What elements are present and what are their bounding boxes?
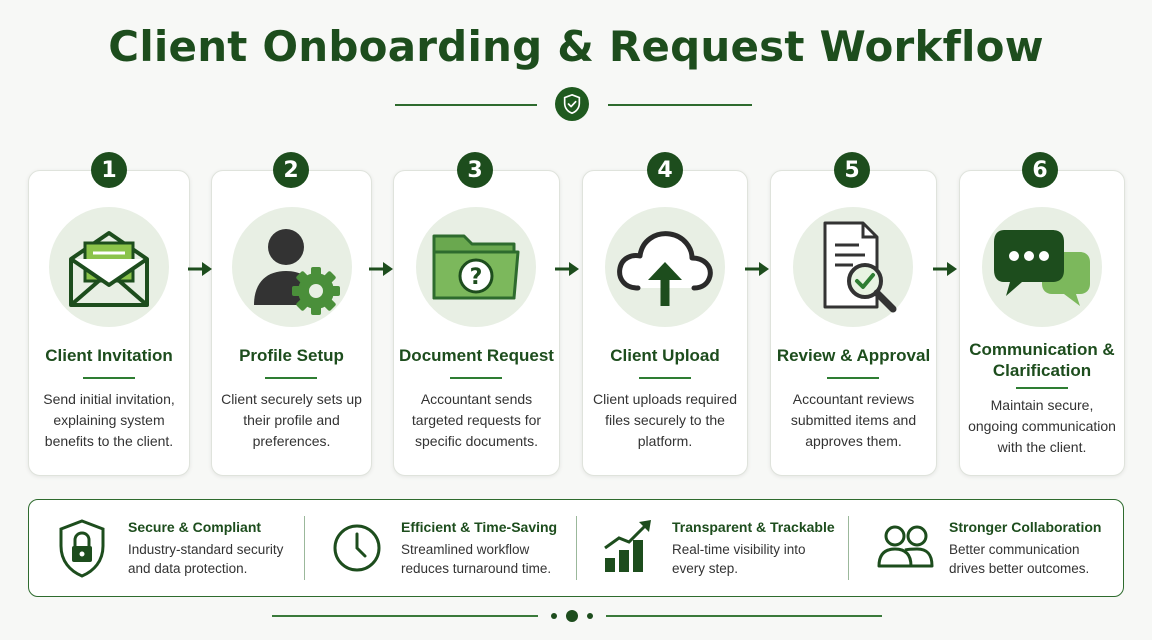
envelope-icon: [69, 231, 149, 307]
step-title-rule: [83, 377, 135, 379]
benefit-title: Secure & Compliant: [128, 519, 262, 535]
step-title-rule: [827, 377, 879, 379]
shield-check-icon: [555, 87, 589, 121]
step-title: Communication & Clarification: [969, 340, 1115, 380]
arrow-right-icon: [555, 262, 579, 276]
people-icon: [877, 525, 934, 568]
title-rule-right: [608, 104, 752, 106]
benefit-title: Stronger Collaboration: [949, 519, 1102, 535]
page-title: Client Onboarding & Request Workflow: [108, 22, 1044, 71]
title-rule-left: [395, 104, 537, 106]
step-title: Client Invitation: [45, 346, 173, 365]
step-title-rule: [265, 377, 317, 379]
step-description: Client uploads required files securely t…: [593, 391, 737, 449]
document-review-icon: [823, 221, 897, 313]
chat-bubbles-icon: [994, 230, 1090, 306]
step-description: Accountant sends targeted requests for s…: [411, 391, 542, 449]
step-description: Send initial invitation, explaining syst…: [43, 391, 175, 449]
step-card-1: Client Invitation Send initial invitatio…: [28, 170, 190, 476]
step-description: Client securely sets up their profile an…: [221, 391, 362, 449]
benefit-description: Real-time visibility into every step.: [672, 542, 806, 576]
footer-rule-right: [606, 615, 882, 617]
step-title-rule: [639, 377, 691, 379]
benefit-secure: Secure & Compliant Industry-standard sec…: [29, 500, 304, 596]
benefit-title: Efficient & Time-Saving: [401, 519, 558, 535]
step-icon-circle: [49, 207, 169, 327]
step-title-rule: [1016, 387, 1068, 389]
arrow-right-icon: [369, 262, 393, 276]
benefit-separator: [848, 516, 849, 580]
growth-chart-icon: [604, 520, 651, 572]
step-title: Review & Approval: [776, 346, 931, 365]
benefit-collaboration: Stronger Collaboration Better communicat…: [849, 500, 1121, 596]
benefit-description: Streamlined workflow reduces turnaround …: [401, 542, 552, 576]
step-title: Profile Setup: [239, 346, 344, 365]
benefit-separator: [576, 516, 577, 580]
step-card-3: ? Document Request Accountant sends targ…: [393, 170, 560, 476]
footer-rule-left: [272, 615, 538, 617]
benefit-efficient: Efficient & Time-Saving Streamlined work…: [305, 500, 576, 596]
folder-question-icon: ?: [432, 234, 520, 300]
svg-text:?: ?: [470, 265, 483, 290]
arrow-right-icon: [933, 262, 957, 276]
step-number-badge: 3: [457, 152, 493, 188]
step-icon-circle: ?: [416, 207, 536, 327]
step-title-rule: [450, 377, 502, 379]
benefit-description: Industry-standard security and data prot…: [128, 542, 284, 576]
footer-dot: [587, 613, 593, 619]
step-description: Maintain secure, ongoing communication w…: [968, 397, 1116, 455]
step-icon-circle: [232, 207, 352, 327]
arrow-right-icon: [188, 262, 212, 276]
benefits-panel: Secure & Compliant Industry-standard sec…: [28, 499, 1124, 597]
step-card-6: Communication & Clarification Maintain s…: [959, 170, 1125, 476]
clock-icon: [333, 524, 381, 572]
step-number-badge: 6: [1022, 152, 1058, 188]
footer-dot: [551, 613, 557, 619]
footer-dot: [566, 610, 578, 622]
step-card-5: Review & Approval Accountant reviews sub…: [770, 170, 937, 476]
step-description: Accountant reviews submitted items and a…: [790, 391, 917, 449]
user-gear-icon: [254, 229, 340, 315]
step-icon-circle: [793, 207, 913, 327]
step-title: Document Request: [399, 346, 554, 365]
step-number-badge: 1: [91, 152, 127, 188]
benefit-title: Transparent & Trackable: [672, 519, 835, 535]
benefit-description: Better communication drives better outco…: [949, 542, 1090, 576]
step-number-badge: 2: [273, 152, 309, 188]
step-number-badge: 4: [647, 152, 683, 188]
step-icon-circle: [982, 207, 1102, 327]
step-icon-circle: [605, 207, 725, 327]
cloud-upload-icon: [617, 231, 713, 306]
benefit-transparent: Transparent & Trackable Real-time visibi…: [577, 500, 848, 596]
shield-lock-icon: [59, 519, 105, 578]
step-card-4: Client Upload Client uploads required fi…: [582, 170, 748, 476]
step-number-badge: 5: [834, 152, 870, 188]
benefit-separator: [304, 516, 305, 580]
arrow-right-icon: [745, 262, 769, 276]
step-title: Client Upload: [610, 346, 720, 365]
step-card-2: Profile Setup Client securely sets up th…: [211, 170, 372, 476]
